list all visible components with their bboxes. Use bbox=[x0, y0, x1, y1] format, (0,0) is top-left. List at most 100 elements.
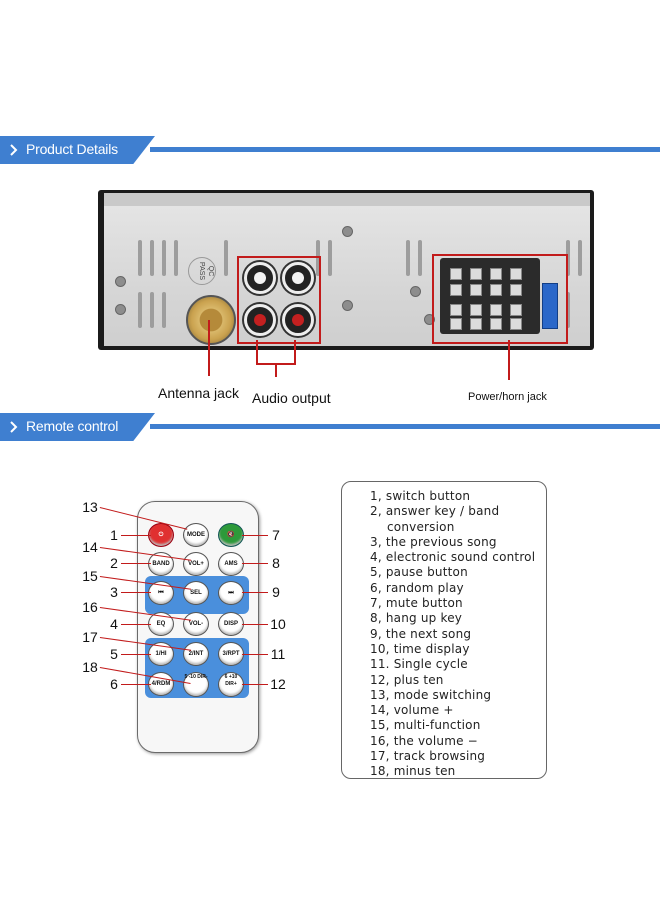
antenna-jack bbox=[186, 295, 236, 345]
callout-leader bbox=[121, 654, 151, 655]
screw bbox=[342, 300, 353, 311]
button-6-plus-ten[interactable]: 6 +10 DIR+ bbox=[218, 672, 244, 697]
legend-item: 11. Single cycle bbox=[370, 657, 468, 672]
legend-item: 5, pause button bbox=[370, 565, 468, 580]
ams-button[interactable]: AMS bbox=[218, 552, 244, 576]
callout-4: 4 bbox=[110, 616, 118, 632]
sel-button[interactable]: SEL bbox=[183, 581, 209, 605]
connector-pin bbox=[470, 268, 482, 280]
chevron-right-icon bbox=[10, 144, 18, 156]
legend-item: 4, electronic sound control bbox=[370, 550, 536, 565]
vent bbox=[150, 292, 154, 328]
callout-leader bbox=[121, 535, 151, 536]
legend-item: 2, answer key / band bbox=[370, 504, 500, 519]
vent bbox=[150, 240, 154, 276]
banner-line bbox=[150, 424, 660, 429]
callout-9: 9 bbox=[272, 584, 280, 600]
legend-item: 10, time display bbox=[370, 641, 470, 656]
power-horn-jack-label: Power/horn jack bbox=[468, 391, 547, 403]
connector-pin bbox=[450, 268, 462, 280]
callout-leader bbox=[242, 624, 268, 625]
legend-item: 15, multi-function bbox=[370, 718, 481, 733]
callout-16: 16 bbox=[82, 599, 98, 615]
legend-item: 14, volume + bbox=[370, 703, 454, 718]
callout-leader bbox=[121, 624, 151, 625]
connector-pin bbox=[490, 284, 502, 296]
legend-item: 9, the next song bbox=[370, 626, 472, 641]
vent bbox=[162, 240, 166, 276]
band-button[interactable]: BAND bbox=[148, 552, 174, 576]
power-button[interactable]: ⏻ bbox=[148, 523, 174, 547]
remote-control-banner: Remote control bbox=[0, 413, 660, 441]
callout-18: 18 bbox=[82, 659, 98, 675]
screw bbox=[342, 226, 353, 237]
callout-leader bbox=[242, 654, 268, 655]
callout-12: 12 bbox=[270, 676, 286, 692]
callout-6: 6 bbox=[110, 676, 118, 692]
section-title: Product Details bbox=[26, 141, 118, 157]
mode-button[interactable]: MODE bbox=[183, 523, 209, 547]
callout-14: 14 bbox=[82, 539, 98, 555]
qc-pass-stamp: QC PASS bbox=[188, 257, 216, 285]
connector-pin bbox=[450, 318, 462, 330]
callout-7: 7 bbox=[272, 527, 280, 543]
audio-leader-line bbox=[275, 363, 277, 377]
legend-item: 6, random play bbox=[370, 580, 464, 595]
vent bbox=[224, 240, 228, 276]
callout-8: 8 bbox=[272, 555, 280, 571]
product-details-banner: Product Details bbox=[0, 136, 660, 164]
vent bbox=[162, 292, 166, 328]
power-jack-highlight bbox=[432, 254, 568, 344]
connector-pin bbox=[510, 268, 522, 280]
rca-jack-white bbox=[282, 262, 314, 294]
vol-minus-button[interactable]: VOL- bbox=[183, 612, 209, 636]
audio-output-highlight bbox=[237, 256, 321, 344]
callout-leader bbox=[242, 563, 268, 564]
audio-leader-line bbox=[294, 340, 296, 364]
screw bbox=[115, 304, 126, 315]
callout-15: 15 bbox=[82, 568, 98, 584]
callout-leader bbox=[121, 592, 151, 593]
vent bbox=[406, 240, 410, 276]
button-legend-list: 1, switch button 2, answer key / band co… bbox=[341, 481, 547, 779]
callout-11: 11 bbox=[270, 646, 286, 662]
button-3-rpt[interactable]: 3/RPT bbox=[218, 642, 244, 666]
legend-item: 13, mode switching bbox=[370, 687, 492, 702]
chevron-right-icon bbox=[10, 421, 18, 433]
callout-5: 5 bbox=[110, 646, 118, 662]
connector-pin bbox=[510, 284, 522, 296]
vent bbox=[316, 240, 320, 276]
callout-leader bbox=[242, 592, 268, 593]
antenna-leader-line bbox=[208, 320, 210, 376]
rca-jack-red bbox=[244, 304, 276, 336]
connector-pin bbox=[450, 304, 462, 316]
connector-pin bbox=[470, 318, 482, 330]
connector-pin bbox=[490, 304, 502, 316]
callout-17: 17 bbox=[82, 629, 98, 645]
connector-pin bbox=[470, 304, 482, 316]
callout-3: 3 bbox=[110, 584, 118, 600]
callout-leader bbox=[121, 563, 151, 564]
vent bbox=[578, 240, 582, 276]
vol-plus-button[interactable]: VOL+ bbox=[183, 552, 209, 576]
next-track-button[interactable]: ⏭ bbox=[218, 581, 244, 605]
vent bbox=[566, 292, 570, 328]
button-5-minus-ten[interactable]: 5 -10 DIR- bbox=[183, 672, 209, 697]
disp-button[interactable]: DISP bbox=[218, 612, 244, 636]
legend-item: 8, hang up key bbox=[370, 611, 463, 626]
vent bbox=[138, 240, 142, 276]
qc-pass-text: QC PASS bbox=[198, 261, 214, 281]
mute-button[interactable]: 🔇 bbox=[218, 523, 244, 547]
legend-item: 12, plus ten bbox=[370, 672, 444, 687]
callout-leader bbox=[121, 684, 151, 685]
connector-pin bbox=[510, 304, 522, 316]
callout-leader bbox=[242, 535, 268, 536]
mute-icon: 🔇 bbox=[227, 532, 235, 538]
legend-item: conversion bbox=[387, 519, 455, 534]
vent bbox=[328, 240, 332, 276]
vent bbox=[566, 240, 570, 276]
connector-pin bbox=[490, 318, 502, 330]
screw bbox=[410, 286, 421, 297]
button-2-int[interactable]: 2/INT bbox=[183, 642, 209, 666]
fuse bbox=[542, 283, 558, 329]
